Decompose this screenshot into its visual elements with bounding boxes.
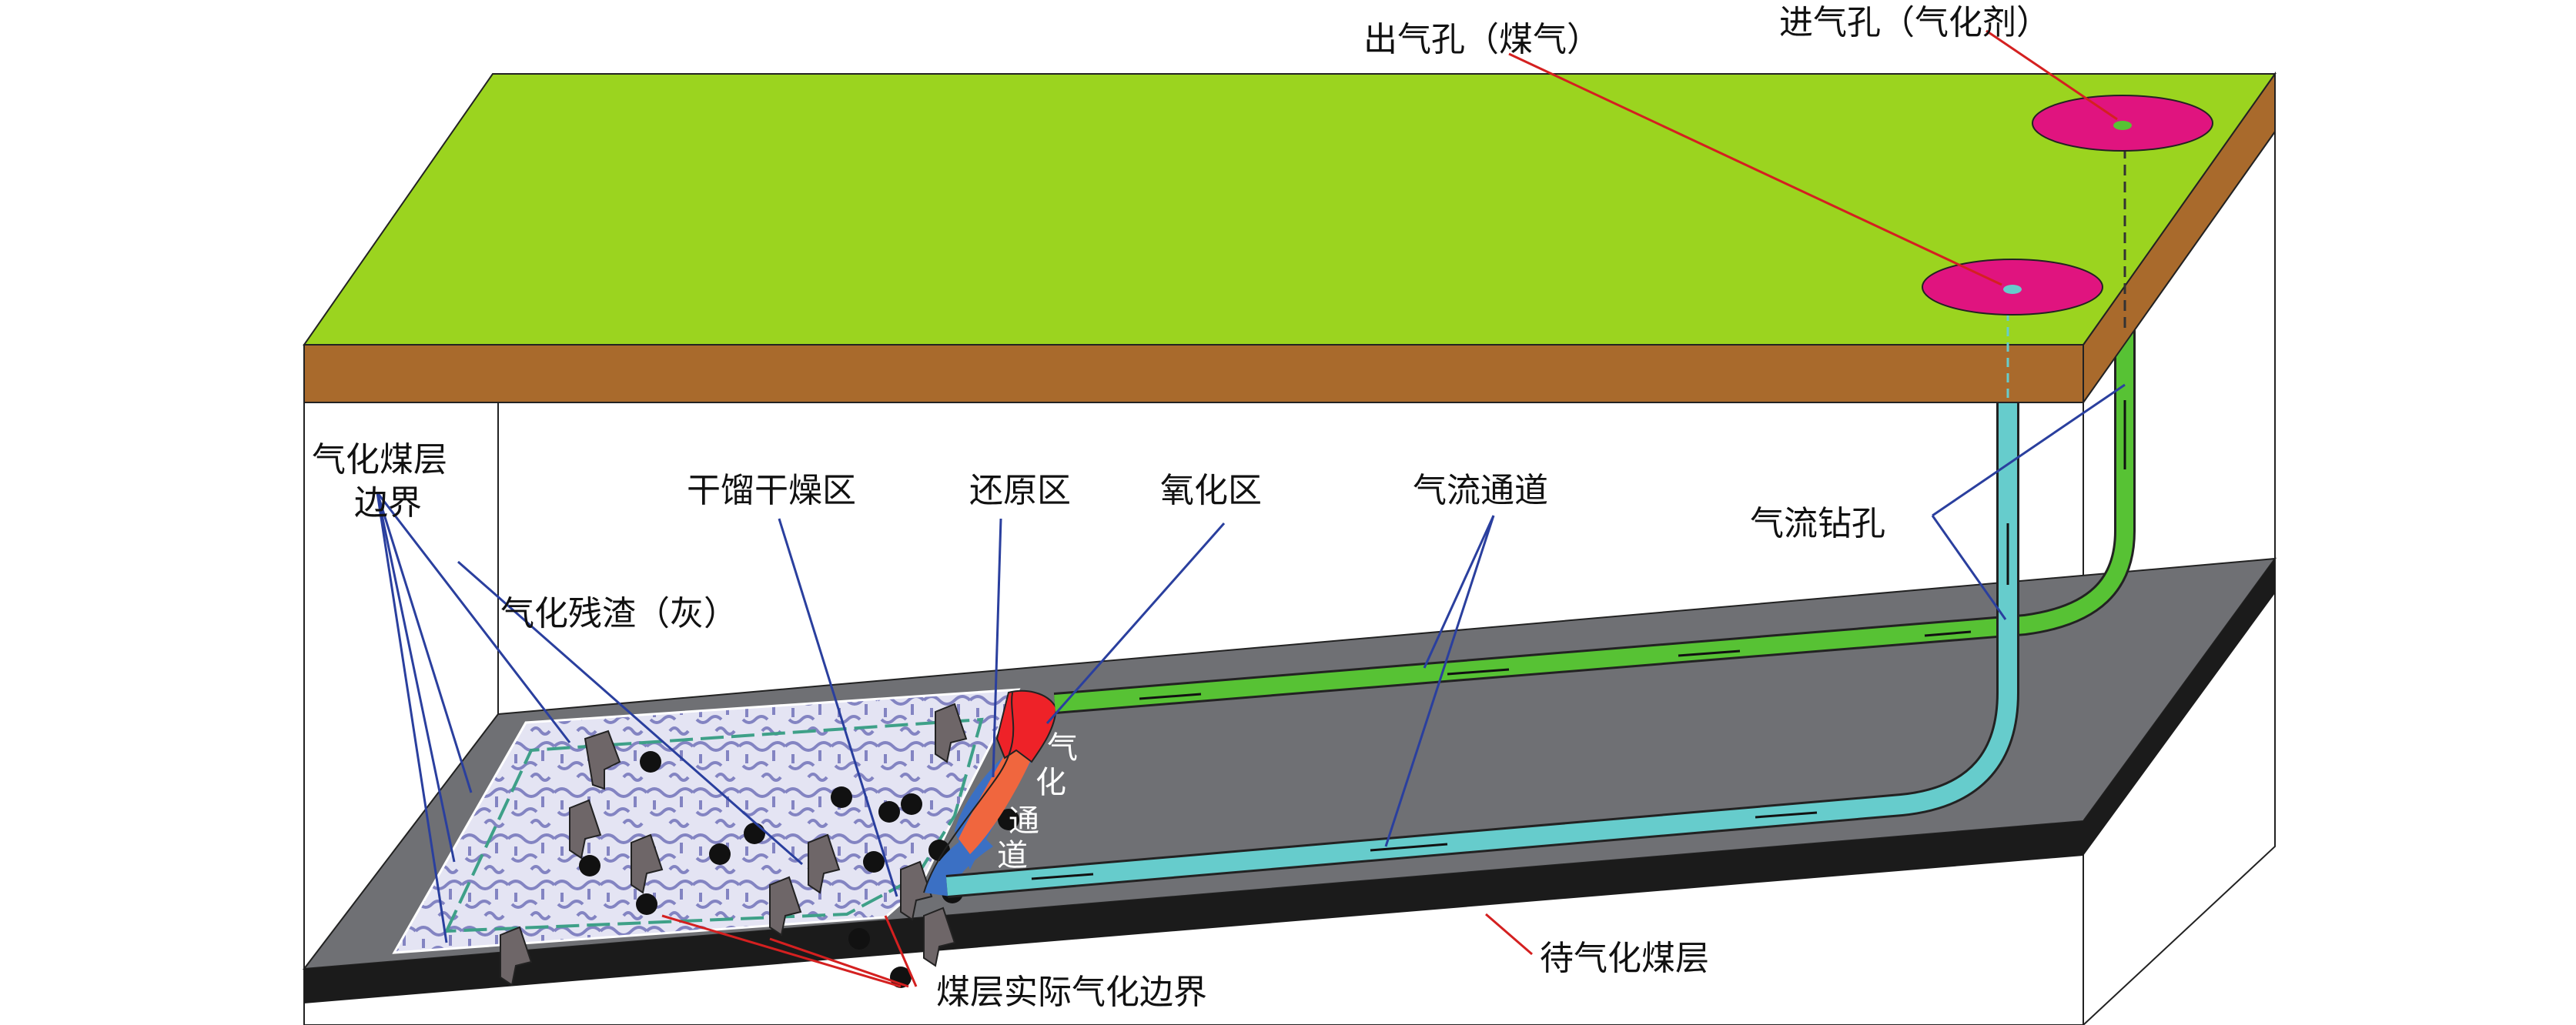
label-gas-channel-1: 气 — [1047, 730, 1078, 766]
char-particles — [579, 751, 1019, 988]
overburden — [303, 71, 2277, 406]
label-residue: 气化残渣（灰） — [500, 594, 738, 633]
label-coal-to-gasify: 待气化煤层 — [1540, 939, 1709, 978]
soil-front — [303, 344, 2084, 403]
residue-area — [392, 688, 1021, 988]
label-gas-channel-4: 道 — [997, 838, 1028, 873]
label-gas-channel-2: 化 — [1035, 765, 1066, 800]
label-oxidation-zone: 氧化区 — [1160, 471, 1262, 510]
outlet-hole-center — [2003, 285, 2022, 294]
labels: 出气孔（煤气） 进气孔（气化剂） 气化煤层 边界 干馏干燥区 还原区 氧化区 气… — [312, 3, 2050, 1012]
label-actual-boundary: 煤层实际气化边界 — [936, 973, 1207, 1012]
label-airflow-channel: 气流通道 — [1413, 471, 1548, 510]
label-reduction-zone: 还原区 — [969, 471, 1071, 510]
label-gas-channel-3: 通 — [1009, 803, 1039, 839]
label-outlet: 出气孔（煤气） — [1363, 20, 1601, 59]
inlet-hole-center — [2113, 121, 2132, 130]
coal-side-face — [2083, 559, 2275, 856]
gasified-boundary-dashed — [443, 717, 984, 933]
label-boundary-2: 边界 — [354, 483, 422, 523]
label-airflow-borehole: 气流钻孔 — [1750, 504, 1885, 543]
label-boundary-1: 气化煤层 — [312, 440, 447, 479]
ash-lumps — [500, 703, 968, 987]
inlet-channel — [1054, 329, 2133, 712]
holes — [1922, 95, 2213, 316]
leader-lines — [376, 29, 2126, 988]
label-inlet: 进气孔（气化剂） — [1779, 3, 2050, 42]
reduction-zone — [958, 727, 1035, 854]
label-dry-zone: 干馏干燥区 — [687, 471, 856, 510]
outlet-channel — [945, 402, 2017, 896]
channels — [945, 329, 2136, 898]
ground-surface — [303, 73, 2277, 346]
coal-front-face — [304, 821, 2083, 1003]
reaction-zones — [923, 689, 1058, 896]
flow-arrows — [1031, 400, 2126, 880]
